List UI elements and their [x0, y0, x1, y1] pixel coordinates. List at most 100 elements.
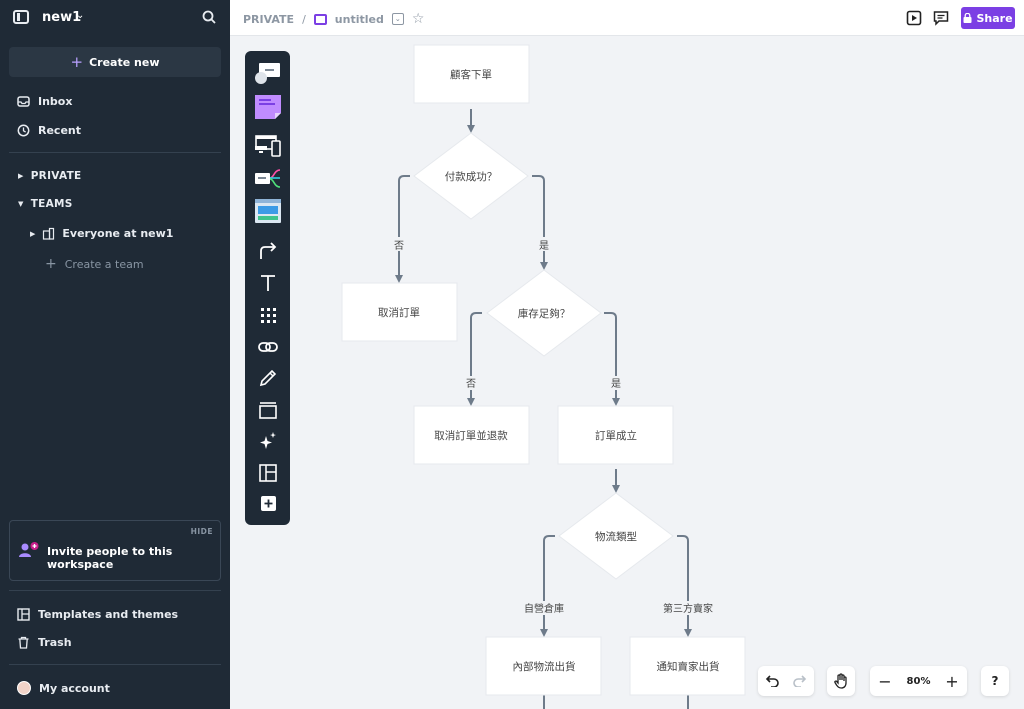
connector[interactable] [604, 312, 620, 406]
connectors [395, 109, 692, 709]
create-team-label: Create a team [64, 257, 144, 271]
plus-icon: + [945, 671, 959, 691]
tool-templates[interactable] [254, 199, 281, 223]
process-node[interactable] [485, 636, 602, 696]
sidebar-item-recent[interactable]: Recent [17, 124, 81, 137]
templates-label: Templates and themes [38, 608, 179, 621]
sparkle-icon [259, 432, 276, 449]
my-account-button[interactable]: My account [17, 681, 110, 695]
plus-square-icon [260, 496, 276, 511]
connector[interactable] [467, 312, 482, 406]
edge-label: 第三方賣家 [663, 602, 713, 615]
link-icon [257, 342, 278, 352]
doc-title[interactable]: untitled [334, 12, 384, 26]
present-icon[interactable] [906, 10, 922, 26]
redo-button[interactable] [786, 667, 814, 695]
edge-label: 自營倉庫 [524, 602, 564, 615]
section-teams[interactable]: ▼ TEAMS [18, 198, 73, 210]
tool-layout[interactable] [254, 461, 281, 485]
sidebar-item-inbox[interactable]: Inbox [17, 95, 72, 108]
process-node[interactable] [557, 405, 674, 465]
zoom-out-button[interactable]: − [871, 667, 899, 695]
node-label: 物流類型 [595, 530, 637, 543]
shapes-icon [254, 63, 280, 84]
process-node[interactable] [413, 44, 530, 104]
tool-wireframe[interactable] [254, 133, 281, 157]
plus-icon: + [70, 53, 84, 71]
create-new-button[interactable]: + Create new [9, 47, 221, 77]
tool-ai[interactable] [254, 429, 281, 453]
workspace-name[interactable]: new1 [42, 10, 82, 25]
mindmap-icon [254, 169, 280, 188]
connector[interactable] [677, 535, 692, 637]
sidebar-toggle-icon[interactable] [13, 10, 29, 24]
zoom-level[interactable]: 80% [906, 675, 931, 687]
top-bar: PRIVATE / untitled ⌄ ☆ Share [230, 0, 1024, 36]
sidebar-item-label: Inbox [38, 95, 73, 108]
tool-link[interactable] [254, 335, 281, 359]
create-team-button[interactable]: + Create a team [45, 256, 144, 272]
connector[interactable] [395, 175, 410, 283]
edge-label: 否 [394, 240, 404, 252]
connector[interactable] [540, 535, 555, 637]
sidebar-item-templates[interactable]: Templates and themes [17, 608, 178, 621]
caret-right-icon: ▶ [18, 172, 24, 180]
share-button[interactable]: Share [961, 7, 1015, 29]
help-label: ? [991, 674, 999, 688]
connector[interactable] [532, 175, 548, 270]
process-node[interactable] [413, 405, 530, 465]
plus-icon: + [45, 256, 57, 272]
node-label: 取消訂單 [378, 306, 420, 319]
sidebar-item-team[interactable]: ▶ Everyone at new1 [30, 227, 173, 240]
trash-label: Trash [38, 636, 72, 649]
chevron-down-icon[interactable]: ⌄ [76, 10, 85, 21]
star-icon[interactable]: ☆ [411, 11, 425, 27]
tool-pen[interactable] [254, 366, 281, 390]
section-label: TEAMS [30, 198, 73, 210]
title-dropdown-icon[interactable]: ⌄ [391, 13, 404, 25]
template-icon [254, 199, 281, 223]
section-private[interactable]: ▶ PRIVATE [18, 170, 82, 182]
node-label: 訂單成立 [595, 429, 637, 442]
tool-shapes[interactable] [254, 61, 281, 85]
add-user-icon [19, 542, 39, 557]
sidebar-item-label: Recent [38, 124, 82, 137]
tool-mindmap[interactable] [254, 167, 281, 191]
decision-node[interactable] [558, 492, 674, 580]
pan-control [827, 666, 855, 696]
building-icon [43, 227, 55, 240]
tool-connector[interactable] [254, 239, 281, 263]
section-label: PRIVATE [30, 170, 82, 182]
board-icon [313, 13, 327, 25]
account-label: My account [39, 681, 110, 695]
tool-frame[interactable] [254, 398, 281, 422]
decision-node[interactable] [413, 132, 529, 220]
invite-card: HIDE Invite people to this workspace [9, 520, 221, 581]
hand-tool-button[interactable] [827, 667, 855, 695]
comment-icon[interactable] [933, 10, 949, 26]
inbox-icon [17, 96, 30, 107]
tool-grid[interactable] [254, 303, 281, 327]
process-node[interactable] [341, 282, 458, 342]
tool-more[interactable] [254, 492, 281, 516]
undo-button[interactable] [758, 667, 786, 695]
tool-sticky-note[interactable] [254, 95, 281, 119]
tool-text[interactable] [254, 271, 281, 295]
process-node[interactable] [629, 636, 746, 696]
breadcrumb-space[interactable]: PRIVATE [243, 12, 295, 26]
divider [9, 152, 221, 153]
frame-icon [258, 402, 277, 419]
team-label: Everyone at new1 [62, 227, 174, 240]
sidebar-item-trash[interactable]: Trash [17, 636, 72, 649]
canvas[interactable]: 顧客下單 付款成功？ 取消訂單 庫存足夠？ 取消訂單並退款 訂單成立 物流類型 … [230, 37, 1024, 709]
invite-text[interactable]: Invite people to this workspace [47, 545, 173, 571]
search-icon[interactable] [202, 10, 216, 24]
tool-palette [245, 51, 290, 525]
divider [9, 664, 221, 665]
decision-node[interactable] [486, 269, 602, 357]
hide-invite-button[interactable]: HIDE [190, 527, 213, 536]
node-label: 通知賣家出貨 [657, 660, 720, 673]
node-label: 庫存足夠？ [518, 307, 571, 320]
help-button[interactable]: ? [981, 666, 1009, 696]
zoom-in-button[interactable]: + [938, 667, 966, 695]
